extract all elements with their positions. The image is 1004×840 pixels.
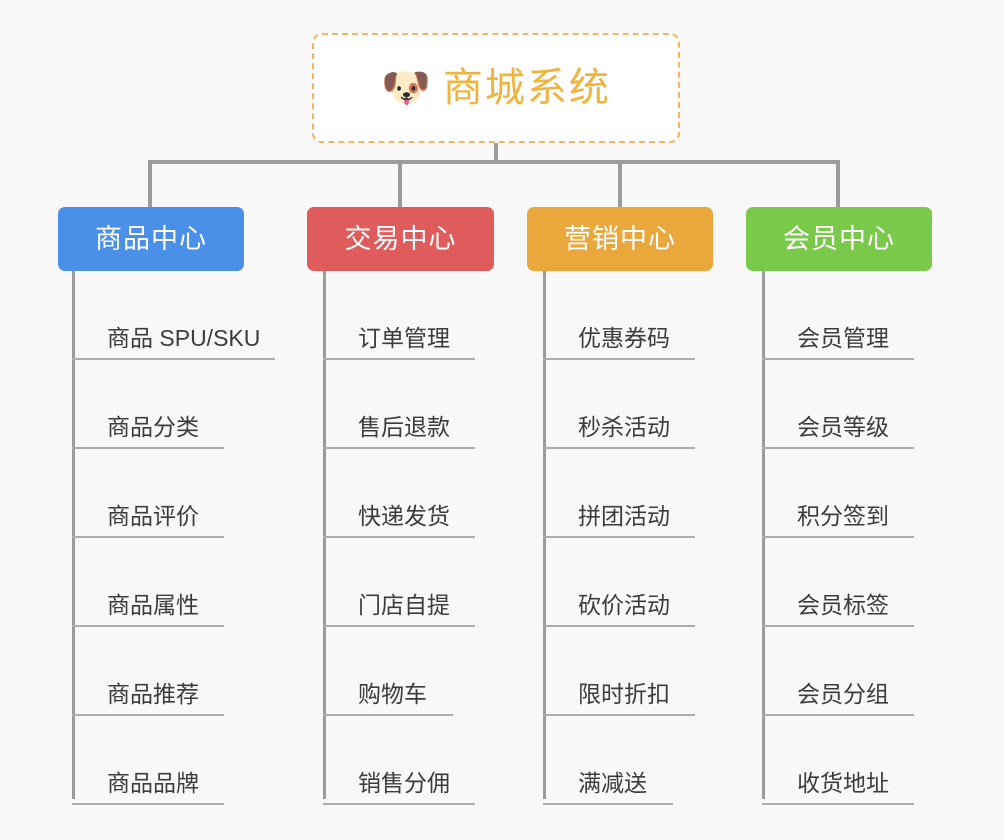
- connector-drop-marketing: [618, 160, 622, 207]
- category-label-product-center: 商品中心: [95, 223, 207, 254]
- list-item-rule: [72, 803, 224, 805]
- category-label-trade-center: 交易中心: [344, 223, 457, 254]
- list-item-label: 商品属性: [107, 592, 199, 618]
- list-item-rule: [323, 803, 475, 805]
- root-node-mall-system[interactable]: 🐶 商城系统: [312, 33, 680, 143]
- list-item-rule: [72, 358, 275, 360]
- list-item-rule: [762, 358, 914, 360]
- list-item-rule: [543, 447, 695, 449]
- leaf-spine-product-center: [72, 271, 75, 799]
- list-item-rule: [543, 803, 673, 805]
- dog-face-icon: 🐶: [381, 65, 431, 111]
- list-item-label: 商品 SPU/SKU: [107, 325, 261, 351]
- list-item-label: 商品分类: [107, 414, 199, 440]
- list-item-rule: [323, 714, 453, 716]
- list-item-rule: [543, 536, 695, 538]
- list-item-rule: [72, 447, 224, 449]
- list-item-label: 会员分组: [797, 681, 889, 707]
- list-item-rule: [323, 447, 475, 449]
- list-item-label: 会员等级: [797, 414, 889, 440]
- list-item-rule: [72, 714, 224, 716]
- list-item-label: 商品推荐: [107, 681, 199, 707]
- list-item-rule: [762, 536, 914, 538]
- list-item-rule: [323, 358, 475, 360]
- list-item-rule: [543, 714, 695, 716]
- leaf-spine-member-center: [762, 271, 765, 799]
- list-item-label: 商品品牌: [107, 770, 199, 796]
- list-item-rule: [762, 714, 914, 716]
- list-item-rule: [323, 625, 475, 627]
- list-item-label: 商品评价: [107, 503, 199, 529]
- list-item-label: 优惠券码: [578, 325, 670, 351]
- list-item-label: 拼团活动: [578, 503, 670, 529]
- connector-drop-product: [148, 160, 152, 207]
- list-item-rule: [543, 358, 695, 360]
- connector-branch-bar: [148, 160, 840, 164]
- category-box-trade-center[interactable]: 交易中心: [307, 207, 494, 271]
- list-item-label: 购物车: [358, 681, 427, 707]
- category-box-product-center[interactable]: 商品中心: [58, 207, 244, 271]
- list-item-label: 满减送: [578, 770, 647, 796]
- connector-root-stem: [494, 143, 498, 162]
- list-item-rule: [543, 625, 695, 627]
- list-item-label: 砍价活动: [578, 592, 670, 618]
- category-label-marketing-center: 营销中心: [564, 223, 676, 254]
- list-item-label: 门店自提: [358, 592, 450, 618]
- list-item-rule: [762, 625, 914, 627]
- list-item-label: 订单管理: [358, 325, 450, 351]
- list-item-label: 售后退款: [358, 414, 450, 440]
- category-box-member-center[interactable]: 会员中心: [746, 207, 932, 271]
- list-item-label: 收货地址: [797, 770, 889, 796]
- list-item-label: 限时折扣: [578, 681, 670, 707]
- connector-drop-member: [836, 160, 840, 207]
- list-item-label: 秒杀活动: [578, 414, 670, 440]
- category-label-member-center: 会员中心: [783, 223, 895, 254]
- list-item-label: 销售分佣: [358, 770, 450, 796]
- leaf-spine-trade-center: [323, 271, 326, 799]
- list-item-rule: [72, 625, 224, 627]
- list-item-rule: [762, 447, 914, 449]
- list-item-label: 积分签到: [797, 503, 889, 529]
- connector-drop-trade: [398, 160, 402, 207]
- list-item-label: 会员管理: [797, 325, 889, 351]
- root-node-title: 商城系统: [442, 66, 611, 110]
- list-item-rule: [72, 536, 224, 538]
- leaf-spine-marketing-center: [543, 271, 546, 799]
- list-item-label: 会员标签: [797, 592, 889, 618]
- list-item-rule: [762, 803, 914, 805]
- category-box-marketing-center[interactable]: 营销中心: [527, 207, 713, 271]
- list-item-label: 快递发货: [358, 503, 450, 529]
- list-item-rule: [323, 536, 475, 538]
